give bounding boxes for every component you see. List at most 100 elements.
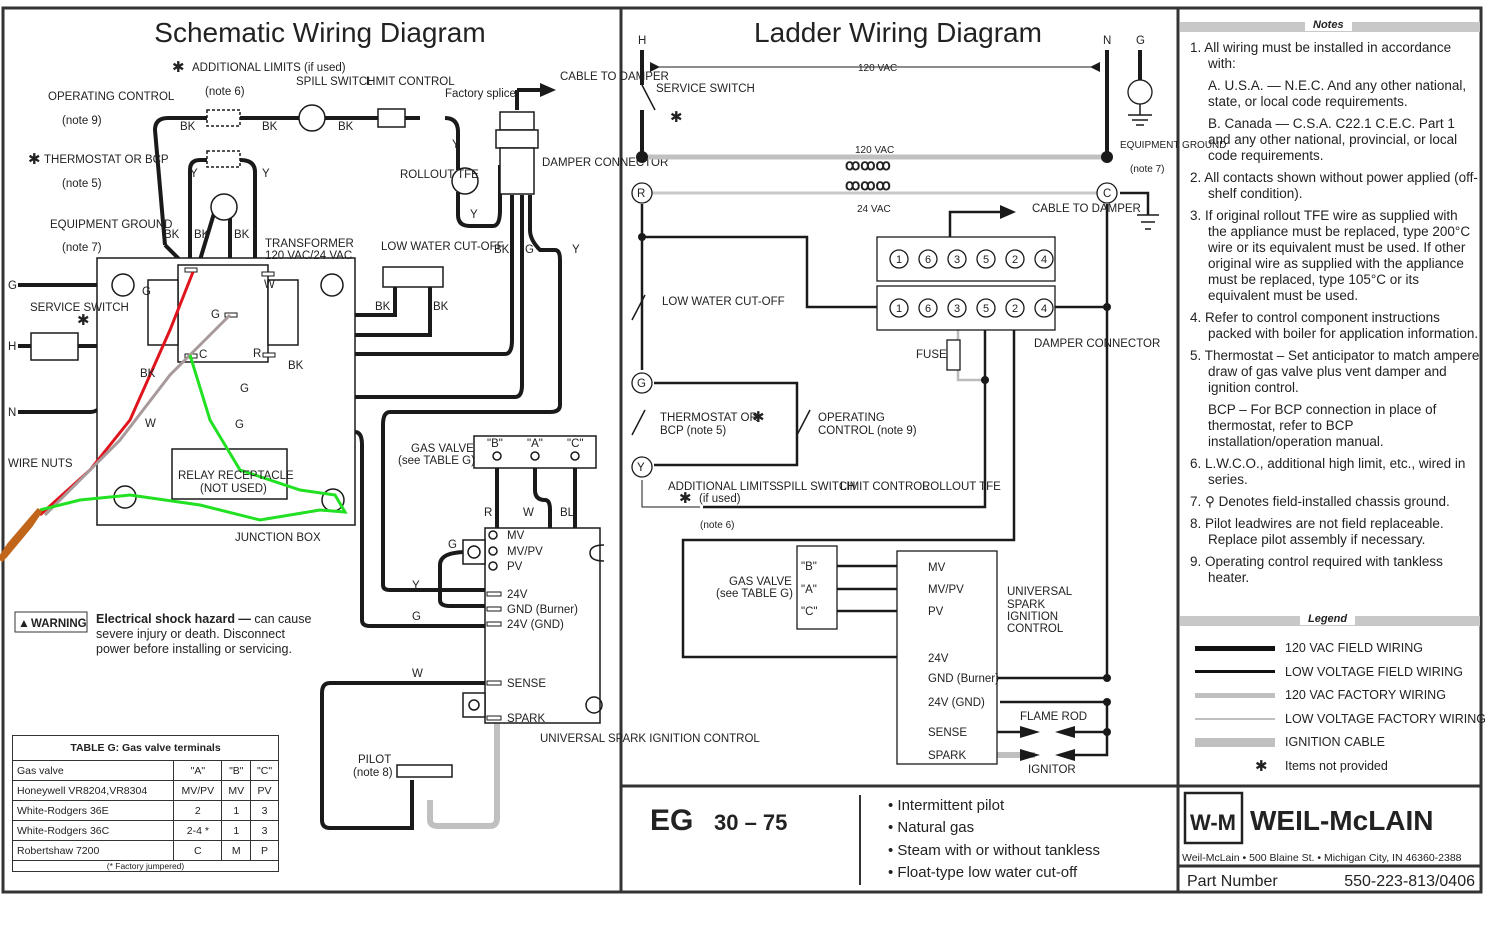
ladder-usic-3: IGNITION <box>1007 611 1058 623</box>
ladder-120vac: 120 VAC <box>858 63 897 74</box>
feature-bullet: • Steam with or without tankless <box>888 842 1100 859</box>
damper-pin <box>918 249 938 269</box>
label-junction-box: JUNCTION BOX <box>235 532 321 544</box>
note-item: 1. All wiring must be installed in accor… <box>1190 40 1452 71</box>
wire-color: BK <box>194 229 210 241</box>
wire-color: Y <box>470 209 478 221</box>
label-operating-control-note: (note 9) <box>62 115 102 127</box>
brand-logo-mark-text: W-M <box>1190 810 1236 835</box>
brand-name: WEIL-McLAIN <box>1250 805 1434 836</box>
label-gas-valve-see: (see TABLE G) <box>398 455 475 467</box>
table-cell: 3 <box>250 820 279 841</box>
warning-badge-label: WARNING <box>31 618 87 630</box>
schematic-title: Schematic Wiring Diagram <box>154 17 485 48</box>
label-transformer: TRANSFORMER <box>265 238 354 250</box>
warning-icon: ▲ <box>18 616 30 630</box>
feature-bullet: • Intermittent pilot <box>888 797 1005 814</box>
label-gas-valve: GAS VALVE <box>411 443 474 455</box>
table-cell: 3 <box>250 800 279 821</box>
label-service-switch: SERVICE SWITCH <box>30 302 129 314</box>
label-thermostat-note: (note 5) <box>62 178 102 190</box>
label-low-water-cutoff: LOW WATER CUT-OFF <box>381 241 504 253</box>
line-h: H <box>8 341 16 353</box>
table-cell: White-Rodgers 36E <box>11 800 175 821</box>
ladder-node-y: Y <box>637 462 645 474</box>
transformer-terminal-c: C <box>199 349 207 361</box>
table-cell: MV/PV <box>173 780 223 801</box>
ladder-low-water-cutoff: LOW WATER CUT-OFF <box>662 296 785 308</box>
wire-color: R <box>484 507 492 519</box>
ladder-node-r: R <box>637 188 645 200</box>
label-operating-control: OPERATING CONTROL <box>48 91 175 103</box>
ladder-ignitor: IGNITOR <box>1028 764 1076 776</box>
table-header: "A" <box>173 760 223 781</box>
wire-color: G <box>525 244 534 256</box>
wire-color: W <box>523 507 534 519</box>
annotation-brown-wire <box>0 508 43 563</box>
ladder-operating-control: OPERATING <box>818 412 885 424</box>
note-item: 7. ⚲ Denotes field-installed chassis gro… <box>1190 494 1450 509</box>
wire-color: Y <box>572 244 580 256</box>
brand-logo-mark <box>1183 791 1244 845</box>
wire-color: BK <box>433 301 449 313</box>
ladder-gas-valve-see: (see TABLE G) <box>716 588 793 600</box>
table-cell: C <box>173 840 223 861</box>
ladder-thermostat: THERMOSTAT OR <box>660 412 758 424</box>
ladder-term-sense: SENSE <box>928 727 967 739</box>
gas-valve-terminal-b: "B" <box>487 438 503 450</box>
damper-pin <box>1005 249 1025 269</box>
wire-color: BK <box>494 244 510 256</box>
note-subitem: A. U.S.A. — N.E.C. And any other nationa… <box>1208 78 1467 109</box>
ignition-terminal-gnd-burner: GND (Burner) <box>507 604 578 616</box>
note-item: 5. Thermostat – Set anticipator to match… <box>1190 348 1480 395</box>
damper-pin-label: 2 <box>1012 303 1018 315</box>
arrow-icon <box>1000 205 1016 219</box>
ladder-limit-control: LIMIT CONTROL <box>840 481 929 493</box>
transformer-terminal-w: W <box>264 279 275 291</box>
label-thermostat: THERMOSTAT OR BCP <box>44 154 169 166</box>
table-g-footnote: (* Factory jumpered) <box>12 860 279 872</box>
label-additional-limits: ADDITIONAL LIMITS (if used) <box>192 62 346 74</box>
table-cell: PV <box>250 780 279 801</box>
damper-pin <box>976 298 996 318</box>
table-cell: 1 <box>221 800 252 821</box>
ladder-usic-2: SPARK <box>1007 599 1045 611</box>
ladder-term-24v-gnd: 24V (GND) <box>928 697 985 709</box>
transformer-coil-icon: ꝏꝏꝏ <box>845 157 891 174</box>
ladder-note6: (note 6) <box>700 520 734 531</box>
note-item: 2. All contacts shown without power appl… <box>1190 170 1478 201</box>
asterisk-icon: ✱ <box>28 151 41 168</box>
wire-color: Y <box>262 168 270 180</box>
ladder-g: G <box>1136 35 1145 47</box>
legend-swatch <box>1195 645 1275 651</box>
damper-pin <box>1034 249 1054 269</box>
schematic-components <box>30 104 601 778</box>
damper-pin <box>889 249 909 269</box>
ladder-operating-control-2: CONTROL (note 9) <box>818 425 917 437</box>
warning-text-3: power before installing or servicing. <box>96 642 292 656</box>
wire-color: W <box>145 418 156 430</box>
wire-color: BK <box>288 360 304 372</box>
legend-label: LOW VOLTAGE FACTORY WIRING <box>1285 711 1486 726</box>
table-g: TABLE G: Gas valve terminals Gas valve "… <box>11 735 279 872</box>
damper-pin-label: 4 <box>1041 254 1047 266</box>
ladder-term-24v: 24V <box>928 653 949 665</box>
ground-icons <box>631 84 1159 436</box>
part-number: 550-223-813/0406 <box>1344 873 1475 890</box>
asterisk-icon: ✱ <box>1255 757 1268 775</box>
ignition-terminal-spark: SPARK <box>507 713 545 725</box>
notes-heading: Notes <box>1305 19 1352 31</box>
damper-pin <box>889 298 909 318</box>
table-header: "C" <box>250 760 279 781</box>
ladder-120vac-2: 120 VAC <box>855 145 894 156</box>
legend-label: Items not provided <box>1285 758 1388 773</box>
ignition-terminal-sense: SENSE <box>507 678 546 690</box>
ladder-term-pv: PV <box>928 606 944 618</box>
wire-color: G <box>448 539 457 551</box>
label-wire-nuts: WIRE NUTS <box>8 458 73 470</box>
ladder-thermostat-2: BCP (note 5) <box>660 425 726 437</box>
feature-bullet: • Natural gas <box>888 819 974 836</box>
